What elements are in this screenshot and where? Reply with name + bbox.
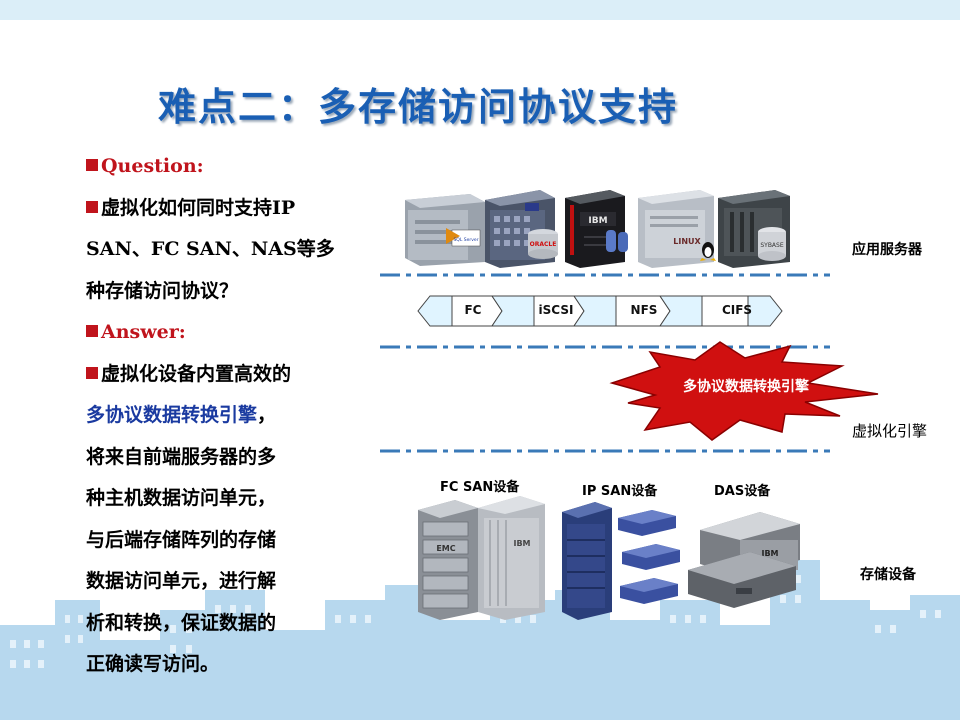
answer-label: Answer: (101, 321, 186, 343)
starburst-label: 多协议数据转换引擎 (683, 378, 809, 395)
ip-san-modules (618, 510, 680, 604)
app-server-3: IBM (565, 190, 625, 268)
label-ip-san: IP SAN设备 (582, 484, 658, 499)
fc-san-ibm-array: IBM (478, 496, 545, 620)
answer-line-8: 正确读写访问。 (86, 653, 220, 675)
linux-logo: LINUX (673, 237, 701, 246)
bullet-square (86, 366, 98, 379)
sybase-logo: SYBASE (760, 242, 784, 249)
storage-cylinder-icon (606, 230, 628, 252)
answer-line-3: 将来自前端服务器的多 (86, 445, 277, 468)
protocol-nfs: NFS (630, 303, 658, 317)
question-label: Question: (101, 155, 204, 177)
protocol-fc: FC (464, 303, 482, 317)
label-fc-san: FC SAN设备 (440, 480, 520, 495)
oracle-logo: ORACLE (530, 241, 557, 248)
bullet-square (86, 159, 98, 171)
label-app-servers: 应用服务器 (852, 242, 922, 258)
top-banner-strip (0, 0, 960, 20)
label-virtual-engine: 虚拟化引擎 (852, 422, 928, 440)
emc-logo: EMC (436, 544, 455, 553)
label-das: DAS设备 (714, 484, 771, 499)
ibm-logo: IBM (588, 216, 607, 226)
slide-title: 难点二：多存储访问协议支持 (158, 84, 679, 129)
app-server-4: LINUX (638, 190, 714, 268)
protocol-iscsi: iSCSI (538, 303, 574, 317)
answer-highlight: 多协议数据转换引擎 (86, 404, 258, 426)
answer-line-4: 种主机数据访问单元， (86, 487, 277, 509)
protocol-bar-left-arrow (417, 295, 453, 327)
answer-line-7: 析和转换，保证数据的 (86, 611, 277, 634)
sql-server-logo: SQL Server (453, 237, 478, 243)
bullet-square (86, 325, 98, 337)
answer-punct: ， (257, 404, 277, 426)
tux-penguin-icon (700, 242, 716, 261)
ibm-logo-fc: IBM (513, 539, 530, 548)
question-line-2: SAN、FC SAN、NAS等多 (86, 238, 335, 260)
protocol-cifs: CIFS (721, 303, 753, 317)
ip-san-rack (562, 502, 612, 620)
question-line-3: 种存储访问协议？ (86, 279, 239, 302)
left-text-panel: Question: 虚拟化如何同时支持IP SAN、FC SAN、NAS等多 种… (86, 146, 386, 686)
sybase-db-icon: SYBASE (758, 227, 786, 261)
protocol-bar-right-arrow (747, 295, 783, 327)
sql-server-badge: SQL Server (446, 228, 481, 247)
das-storage-unit: IBM (688, 512, 800, 608)
protocol-bar (417, 295, 783, 327)
question-line-1: 虚拟化如何同时支持IP (101, 196, 296, 219)
answer-line-5: 与后端存储阵列的存储 (86, 528, 277, 551)
bullet-square (86, 200, 98, 213)
conversion-engine-starburst: 多协议数据转换引擎 (609, 341, 879, 441)
answer-line-1: 虚拟化设备内置高效的 (101, 362, 292, 385)
fc-san-emc-array: EMC (418, 500, 478, 620)
app-server-1 (405, 194, 485, 266)
label-storage: 存储设备 (860, 567, 916, 583)
ibm-logo-das: IBM (761, 549, 778, 558)
answer-line-6: 数据访问单元，进行解 (86, 570, 277, 592)
oracle-db-icon: ORACLE (528, 229, 558, 259)
